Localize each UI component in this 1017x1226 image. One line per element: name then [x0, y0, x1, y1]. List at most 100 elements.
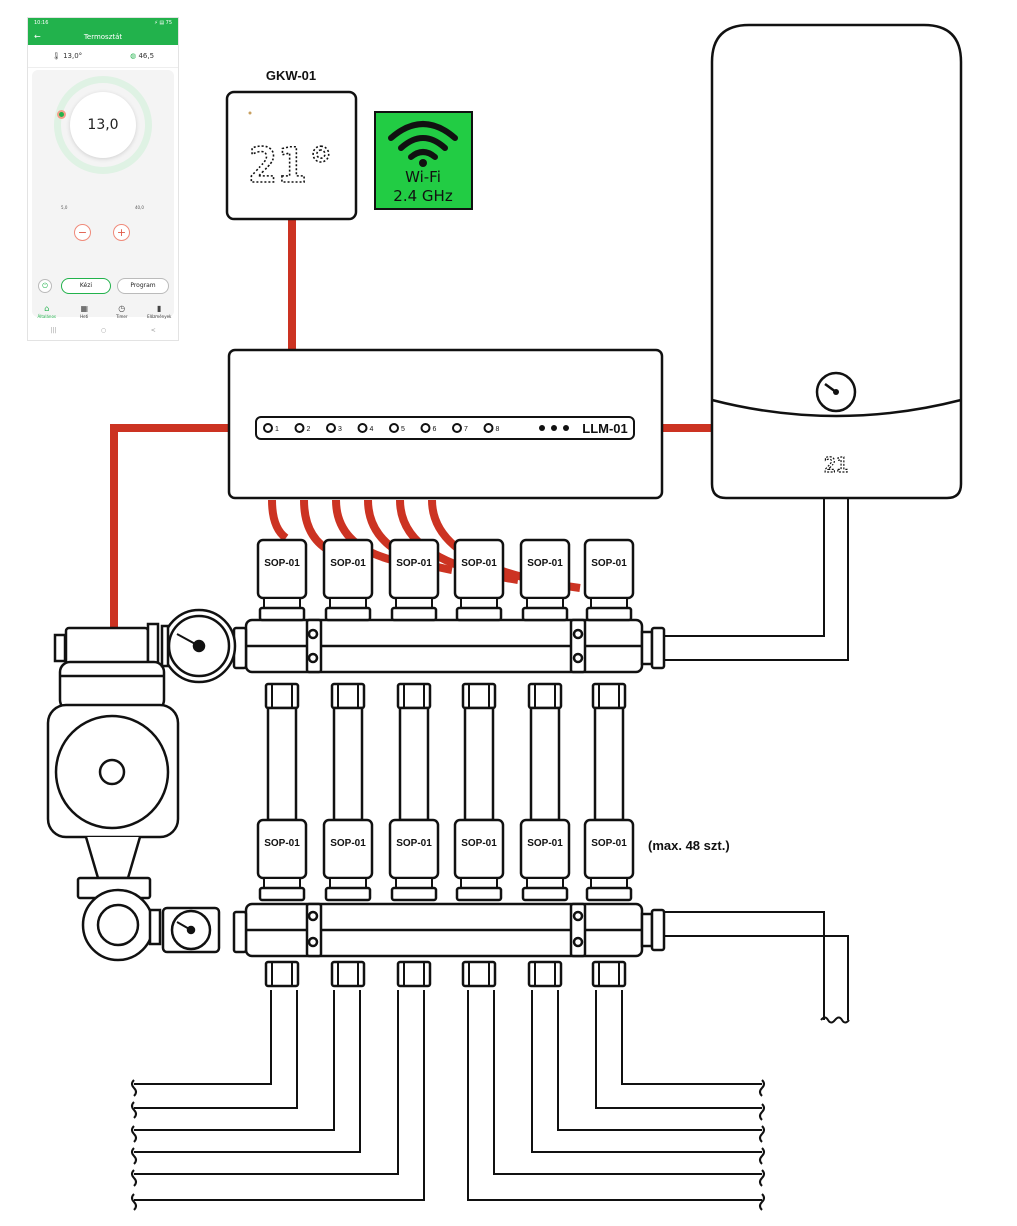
pipe-fitting — [396, 682, 432, 710]
home-icon: ⌂ — [44, 304, 50, 313]
status-bar: 10:16 ⚡ ▤ 75 — [28, 18, 178, 28]
zone-number: 4 — [370, 426, 374, 433]
actuator-label: SOP-01 — [527, 558, 563, 569]
zone-led — [389, 423, 399, 433]
thermostat-app-screen: 10:16 ⚡ ▤ 75 ← Termosztát 🌡︎ 13,0° ◍ 46,… — [27, 17, 179, 341]
thermostat-display: 21° — [249, 138, 336, 194]
readings-row: 🌡︎ 13,0° ◍ 46,5 — [28, 45, 178, 68]
back-icon[interactable]: < — [150, 327, 156, 334]
dial-min-label: 5,0 — [61, 205, 68, 210]
recents-icon[interactable]: ||| — [50, 327, 57, 334]
decrease-button[interactable]: − — [74, 224, 91, 241]
supply-manifold — [160, 608, 666, 684]
nav-item-general[interactable]: ⌂Általános — [29, 304, 65, 324]
actuator-sop01: SOP-01 — [322, 538, 374, 622]
riser-pipe — [529, 706, 561, 822]
actuator-label: SOP-01 — [396, 838, 432, 849]
dial-value: 13,0 — [87, 117, 119, 133]
home-button-icon[interactable]: ○ — [100, 327, 107, 334]
controller-label: LLM-01 — [582, 421, 628, 436]
actuator-label: SOP-01 — [461, 558, 497, 569]
dial-knob[interactable] — [57, 110, 66, 119]
actuator-sop01: SOP-01 — [519, 818, 571, 902]
outlet-fitting — [330, 960, 366, 988]
wifi-frequency: 2.4 GHz — [393, 187, 453, 205]
power-icon[interactable]: ⏻ — [38, 279, 52, 293]
wifi-badge: Wi-Fi 2.4 GHz — [374, 111, 473, 210]
nav-item-label: Timer — [116, 314, 128, 319]
dial-max-label: 40,0 — [135, 205, 144, 210]
actuator-sop01: SOP-01 — [453, 818, 505, 902]
riser-pipe — [463, 706, 495, 822]
actuators-bottom-row: SOP-01 SOP-01 SOP-01 SOP-01 SOP-01 SOP-01 — [256, 818, 635, 902]
nav-item-weekly[interactable]: ▦Heti — [66, 304, 102, 324]
zone-number: 7 — [464, 426, 468, 433]
humidity-icon: ◍ — [130, 52, 137, 60]
pipe-fitting — [527, 682, 563, 710]
boiler-pipes — [656, 498, 850, 1024]
temperature-value: 13,0° — [63, 52, 83, 60]
zone-led — [357, 423, 368, 433]
outlet-fitting — [396, 960, 432, 988]
dial-ring — [54, 76, 152, 174]
increase-button[interactable]: + — [113, 224, 130, 241]
zone-number: 1 — [275, 426, 279, 433]
max-actuators-note: (max. 48 szt.) — [648, 838, 730, 853]
status-indicators: ⚡ ▤ 75 — [154, 20, 172, 26]
thermostat-gkw01: 21° — [225, 90, 358, 221]
actuator-sop01: SOP-01 — [256, 818, 308, 902]
actuators-top-row: SOP-01 SOP-01 SOP-01 SOP-01 SOP-01 SOP-01 — [256, 538, 635, 622]
chart-icon: ▮ — [157, 304, 162, 313]
dial-center — [70, 92, 136, 158]
outlet-fitting — [591, 960, 627, 988]
actuator-label: SOP-01 — [330, 838, 366, 849]
riser-pipe — [593, 706, 625, 822]
actuator-sop01: SOP-01 — [388, 538, 440, 622]
actuator-label: SOP-01 — [264, 558, 300, 569]
manifold-pipes — [264, 682, 627, 988]
actuator-sop01: SOP-01 — [519, 538, 571, 622]
wifi-icon — [388, 121, 458, 160]
riser-pipe — [398, 706, 430, 822]
outlet-fitting — [527, 960, 563, 988]
actuator-sop01: SOP-01 — [322, 818, 374, 902]
riser-pipe — [332, 706, 364, 822]
actuator-label: SOP-01 — [330, 558, 366, 569]
bottom-nav: ⌂Általános ▦Heti ◷Timer ▮Előzmények — [28, 304, 178, 324]
thermometer-icon: 🌡︎ — [51, 52, 61, 60]
system-nav-bar: ||| ○ < — [28, 327, 178, 337]
app-bar: ← Termosztát — [28, 28, 178, 45]
zone-led — [420, 423, 431, 433]
actuator-label: SOP-01 — [396, 558, 432, 569]
actuator-sop01: SOP-01 — [453, 538, 505, 622]
actuator-label: SOP-01 — [264, 838, 300, 849]
actuator-label: SOP-01 — [591, 558, 627, 569]
humidity-value: 46,5 — [138, 52, 155, 60]
nav-item-history[interactable]: ▮Előzmények — [141, 304, 177, 324]
actuator-sop01: SOP-01 — [583, 818, 635, 902]
zone-number: 8 — [496, 426, 500, 433]
actuator-sop01: SOP-01 — [583, 538, 635, 622]
nav-item-label: Előzmények — [147, 314, 172, 319]
zone-led — [483, 423, 494, 433]
zone-number: 6 — [433, 426, 437, 433]
pipe-fitting — [591, 682, 627, 710]
outlet-fitting — [461, 960, 497, 988]
boiler: 21 — [710, 23, 963, 500]
actuator-sop01: SOP-01 — [256, 538, 308, 622]
zone-led — [326, 423, 336, 433]
nav-item-timer[interactable]: ◷Timer — [104, 304, 140, 324]
manual-mode-button[interactable]: Kézi — [61, 278, 111, 294]
nav-item-label: Általános — [37, 314, 57, 319]
arrow-left-icon[interactable]: ← — [34, 32, 41, 41]
program-mode-button[interactable]: Program — [117, 278, 169, 294]
actuator-label: SOP-01 — [527, 838, 563, 849]
zone-number: 3 — [338, 426, 342, 433]
temperature-dial[interactable]: 13,0 — [54, 76, 152, 174]
zone-led — [452, 423, 462, 433]
clock-icon: ◷ — [118, 304, 126, 313]
pipe-fitting — [330, 682, 366, 710]
